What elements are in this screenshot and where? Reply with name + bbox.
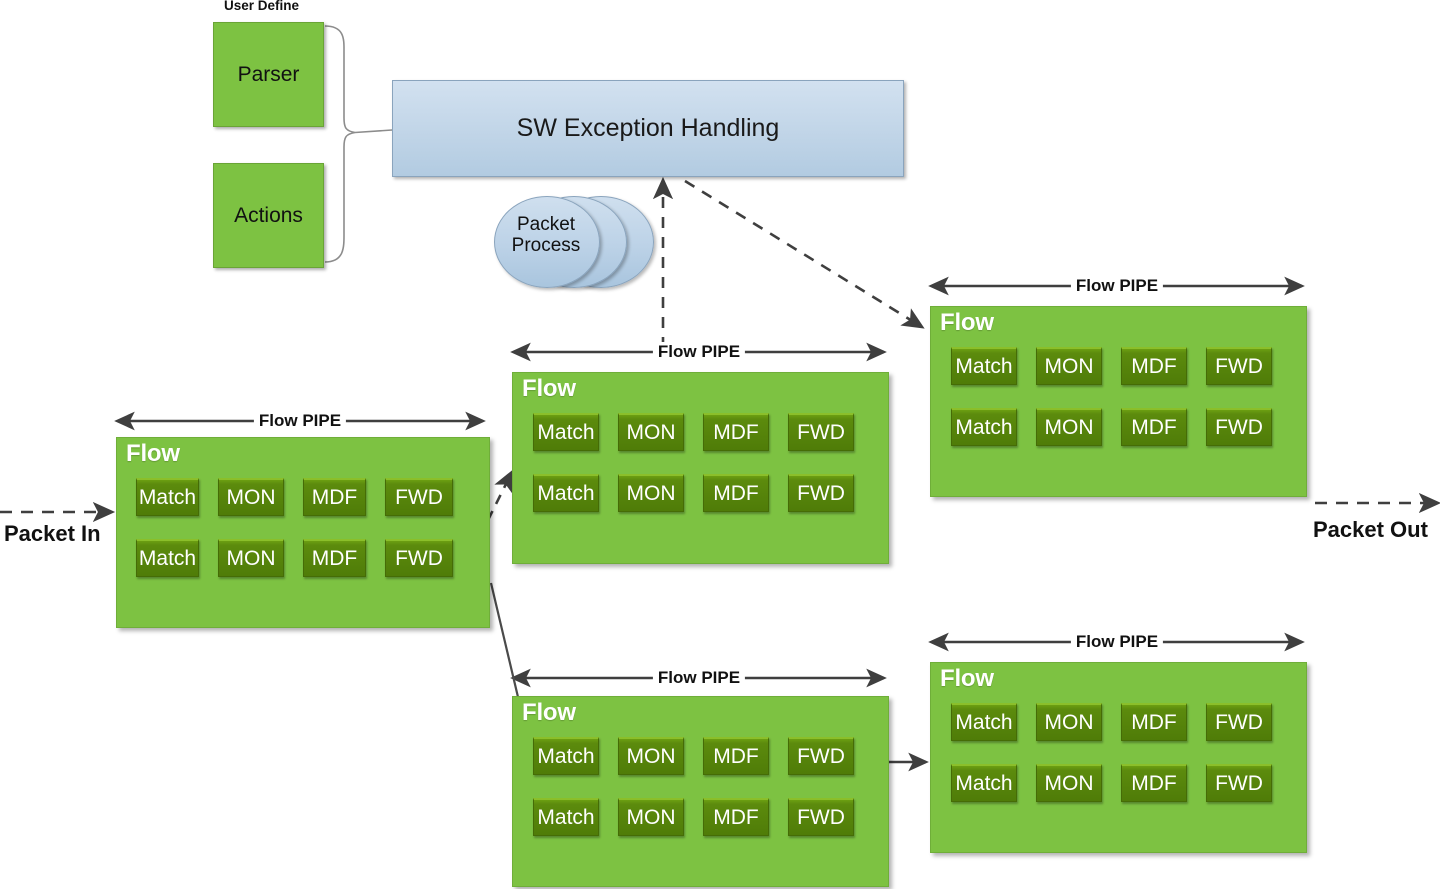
stage-mdf[interactable]: MDF (1121, 764, 1187, 802)
left-to-center-top-arrow[interactable] (486, 469, 514, 521)
stage-mdf[interactable]: MDF (703, 737, 769, 775)
sw-exception-handling-label: SW Exception Handling (516, 114, 780, 142)
stage-fwd[interactable]: FWD (788, 798, 854, 836)
stage-match[interactable]: Match (951, 703, 1017, 741)
stage-match[interactable]: Match (951, 408, 1017, 446)
stage-fwd[interactable]: FWD (788, 474, 854, 512)
stage-match[interactable]: Match (136, 478, 199, 516)
stage-mon[interactable]: MON (218, 539, 284, 577)
stage-mdf[interactable]: MDF (1121, 703, 1187, 741)
flow-box-right-top[interactable]: Flow Match MON MDF FWD Match MON MDF FWD (930, 306, 1307, 497)
stage-mon[interactable]: MON (1036, 764, 1102, 802)
stage-mdf[interactable]: MDF (303, 539, 366, 577)
stage-mon[interactable]: MON (1036, 347, 1102, 385)
packet-in-label: Packet In (4, 521, 101, 546)
flow-title-right-bottom: Flow (940, 665, 994, 692)
stage-fwd[interactable]: FWD (385, 539, 453, 577)
stage-mon[interactable]: MON (1036, 703, 1102, 741)
user-define-brace (324, 25, 393, 263)
packet-process-label: Packet Process (500, 214, 592, 256)
stage-fwd[interactable]: FWD (1206, 703, 1272, 741)
stage-row-left-0: Match MON MDF FWD (136, 478, 453, 516)
parser-box[interactable]: Parser (213, 22, 324, 127)
flow-title-center-top: Flow (522, 375, 576, 402)
packet-out-label: Packet Out (1313, 517, 1428, 542)
exception-down-arrow[interactable] (684, 179, 925, 329)
stage-mdf[interactable]: MDF (703, 798, 769, 836)
stage-match[interactable]: Match (951, 347, 1017, 385)
stage-fwd[interactable]: FWD (1206, 764, 1272, 802)
packet-process-circle-front (494, 196, 600, 288)
parser-label: Parser (237, 62, 300, 86)
flow-box-center-top[interactable]: Flow Match MON MDF FWD Match MON MDF FWD (512, 372, 889, 564)
stage-mon[interactable]: MON (618, 474, 684, 512)
stage-fwd[interactable]: FWD (1206, 408, 1272, 446)
stage-match[interactable]: Match (533, 413, 599, 451)
packet-process-line1: Packet (516, 214, 576, 235)
stage-row-right-bottom-1: Match MON MDF FWD (951, 764, 1272, 802)
stage-match[interactable]: Match (533, 798, 599, 836)
stage-match[interactable]: Match (136, 539, 199, 577)
stage-mdf[interactable]: MDF (703, 413, 769, 451)
stage-row-right-top-1: Match MON MDF FWD (951, 408, 1272, 446)
stage-mon[interactable]: MON (1036, 408, 1102, 446)
stage-mdf[interactable]: MDF (1121, 408, 1187, 446)
packet-process-stack[interactable]: Packet Process (494, 196, 654, 288)
pipe-label-right-bottom: Flow PIPE (1070, 632, 1164, 652)
stage-row-right-top-0: Match MON MDF FWD (951, 347, 1272, 385)
stage-fwd[interactable]: FWD (788, 413, 854, 451)
sw-exception-handling-box[interactable]: SW Exception Handling (392, 80, 904, 177)
stage-fwd[interactable]: FWD (385, 478, 453, 516)
pipe-label-right-top: Flow PIPE (1070, 276, 1164, 296)
pipe-label-center-top: Flow PIPE (652, 342, 746, 362)
flow-box-center-bottom[interactable]: Flow Match MON MDF FWD Match MON MDF FWD (512, 696, 889, 887)
user-define-caption: User Define (224, 0, 300, 13)
stage-row-center-bottom-1: Match MON MDF FWD (533, 798, 854, 836)
flow-box-right-bottom[interactable]: Flow Match MON MDF FWD Match MON MDF FWD (930, 662, 1307, 853)
actions-label: Actions (234, 203, 303, 227)
flow-title-center-bottom: Flow (522, 699, 576, 726)
stage-row-right-bottom-0: Match MON MDF FWD (951, 703, 1272, 741)
stage-row-center-top-1: Match MON MDF FWD (533, 474, 854, 512)
stage-match[interactable]: Match (533, 737, 599, 775)
stage-fwd[interactable]: FWD (1206, 347, 1272, 385)
stage-mdf[interactable]: MDF (1121, 347, 1187, 385)
stage-mon[interactable]: MON (618, 413, 684, 451)
stage-match[interactable]: Match (533, 474, 599, 512)
stage-row-center-bottom-0: Match MON MDF FWD (533, 737, 854, 775)
stage-mdf[interactable]: MDF (703, 474, 769, 512)
packet-process-line2: Process (511, 234, 581, 256)
stage-mon[interactable]: MON (218, 478, 284, 516)
stage-mdf[interactable]: MDF (303, 478, 366, 516)
flow-title-right-top: Flow (940, 309, 994, 336)
stage-mon[interactable]: MON (618, 737, 684, 775)
stage-row-center-top-0: Match MON MDF FWD (533, 413, 854, 451)
stage-fwd[interactable]: FWD (788, 737, 854, 775)
flow-title-left: Flow (126, 440, 180, 467)
actions-box[interactable]: Actions (213, 163, 324, 268)
pipe-label-left: Flow PIPE (253, 411, 347, 431)
flow-box-left[interactable]: Flow Match MON MDF FWD Match MON MDF FWD (116, 437, 490, 628)
pipe-label-center-bottom: Flow PIPE (652, 668, 746, 688)
stage-match[interactable]: Match (951, 764, 1017, 802)
stage-row-left-1: Match MON MDF FWD (136, 539, 453, 577)
stage-mon[interactable]: MON (618, 798, 684, 836)
